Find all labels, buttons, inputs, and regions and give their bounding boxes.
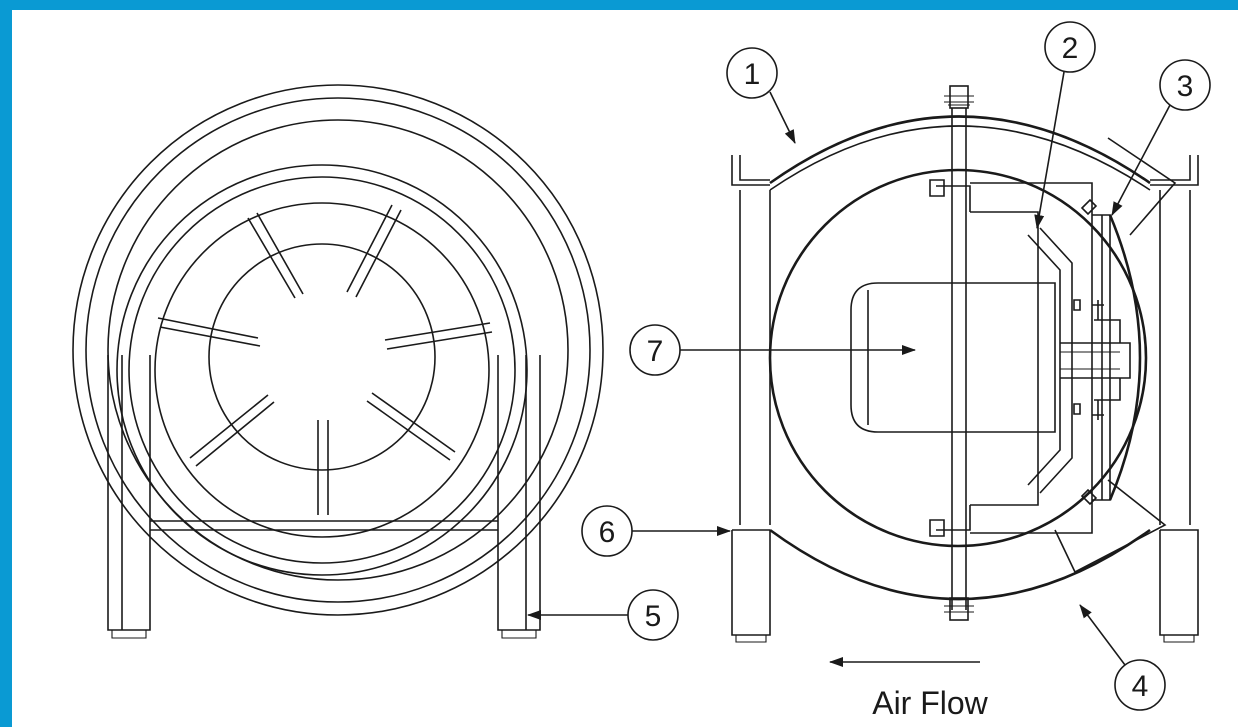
- callout-2: 2: [1034, 21, 1096, 229]
- callout-5: 5: [527, 589, 679, 641]
- callout-4: 4: [1079, 604, 1166, 711]
- callout-6: 6: [581, 505, 731, 557]
- callout-label-7: 7: [647, 335, 664, 368]
- side-view: [731, 85, 1199, 643]
- end-view: [72, 84, 604, 639]
- callout-label-4: 4: [1132, 670, 1149, 703]
- callout-label-1: 1: [744, 58, 761, 91]
- callout-7: 7: [629, 324, 916, 376]
- bolt-top: [944, 85, 974, 109]
- callout-label-6: 6: [599, 516, 616, 549]
- fan-drawing: 1 2 3 4 5 6 7 Air Flow: [72, 21, 1211, 721]
- stand: [107, 355, 541, 639]
- spokes: [157, 204, 493, 515]
- callout-1: 1: [726, 47, 796, 144]
- callout-label-3: 3: [1177, 70, 1194, 103]
- callout-label-2: 2: [1062, 32, 1079, 65]
- callout-3: 3: [1111, 59, 1211, 216]
- airflow-indicator: Air Flow: [829, 657, 989, 721]
- bolt-bottom: [944, 597, 974, 621]
- callout-label-5: 5: [645, 600, 662, 633]
- diagram-canvas: 1 2 3 4 5 6 7 Air Flow: [12, 10, 1238, 727]
- airflow-label: Air Flow: [872, 685, 988, 721]
